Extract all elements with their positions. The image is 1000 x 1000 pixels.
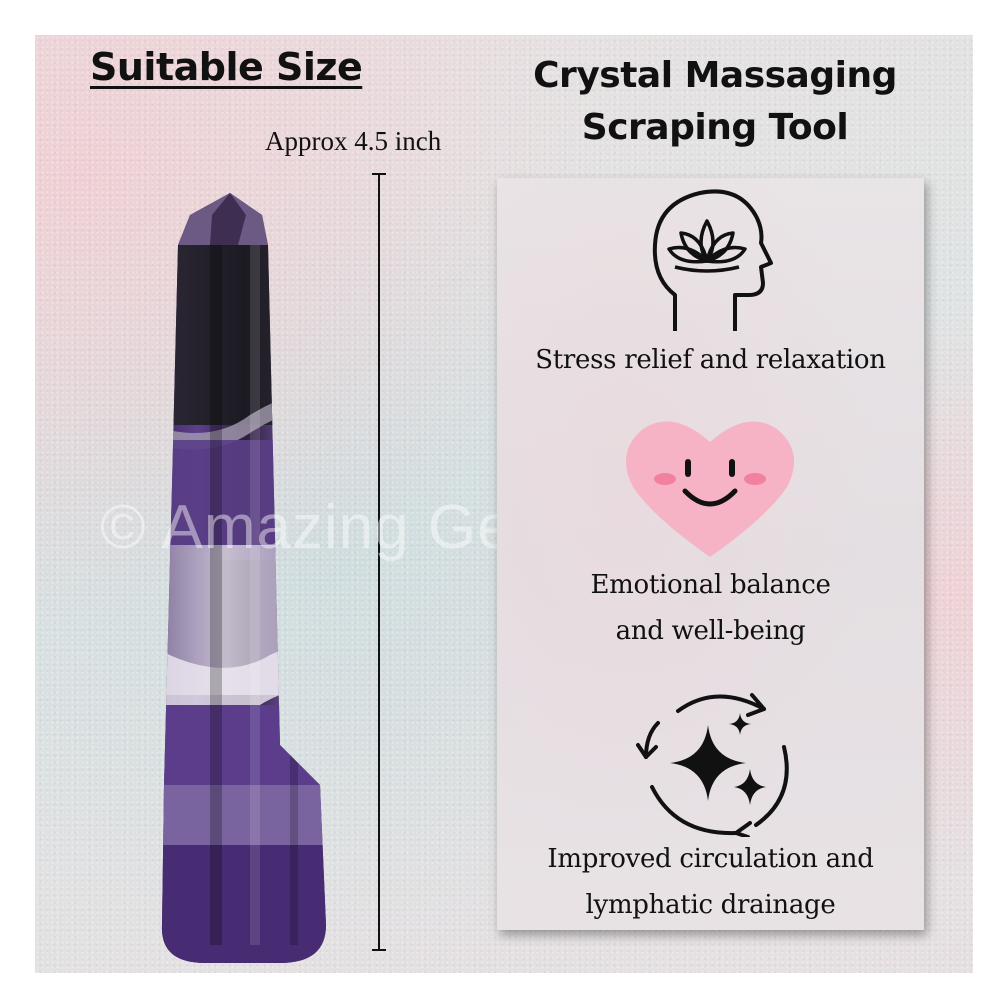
benefit-3-line1: Improved circulation and	[547, 844, 874, 874]
benefit-3-line2: lymphatic drainage	[585, 890, 836, 920]
measurement-cap-top	[372, 173, 386, 175]
product-title: Crystal Massaging Scraping Tool	[505, 50, 925, 154]
smiling-heart-icon	[625, 421, 795, 557]
benefit-2-line1: Emotional balance	[590, 570, 831, 600]
benefit-2-line2: and well-being	[615, 616, 806, 646]
benefit-3-text: Improved circulation and lymphatic drain…	[497, 836, 924, 928]
measurement-line	[378, 173, 380, 951]
head-lotus-icon	[652, 189, 773, 331]
measurement-cap-bottom	[372, 949, 386, 951]
benefit-1-text: Stress relief and relaxation	[497, 337, 924, 383]
sparkle-circulation-icon	[636, 693, 789, 837]
benefit-1-line1: Stress relief and relaxation	[535, 345, 886, 375]
measurement-label: Approx 4.5 inch	[265, 126, 442, 156]
product-title-line2: Scraping Tool	[581, 107, 849, 148]
benefit-2-text: Emotional balance and well-being	[497, 562, 924, 654]
amethyst-wand-image	[161, 193, 327, 963]
suitable-size-heading: Suitable Size	[90, 45, 363, 89]
product-title-line1: Crystal Massaging	[533, 55, 897, 96]
